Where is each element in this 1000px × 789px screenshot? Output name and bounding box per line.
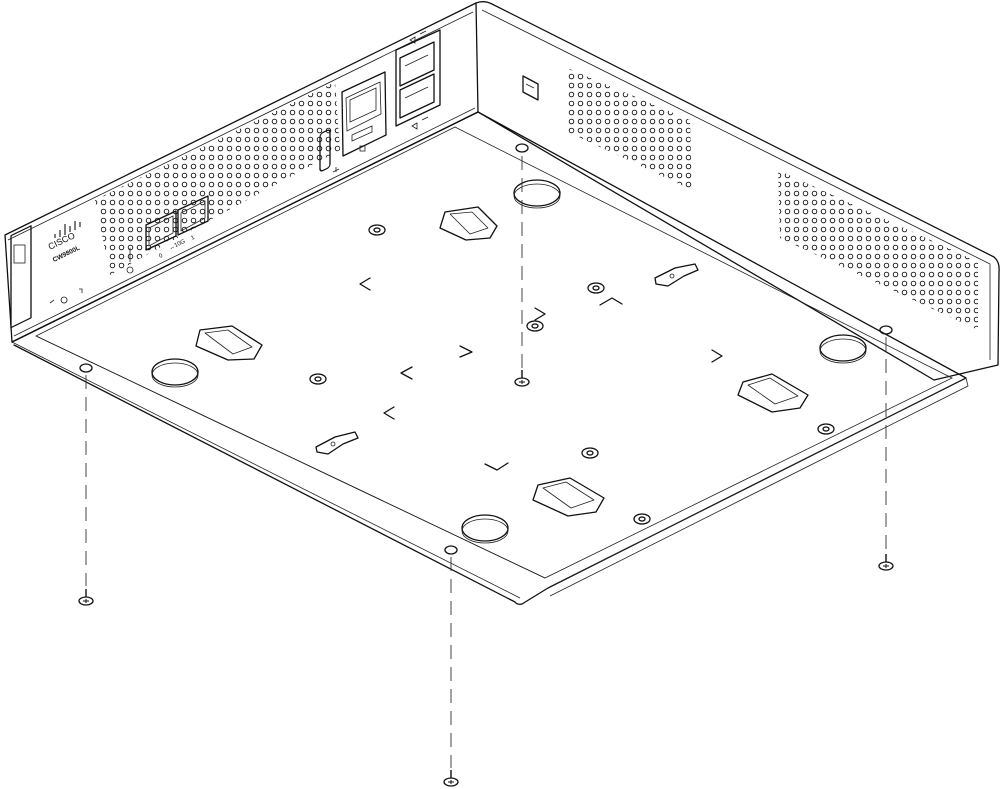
screw-icon	[878, 554, 894, 571]
standoff-nut-5	[817, 423, 835, 435]
front-latch	[10, 225, 32, 329]
clip-bracket-1	[654, 263, 699, 287]
rubber-foot-2	[151, 358, 199, 388]
rim-screw-hole-1	[515, 143, 529, 153]
mounting-boss-1	[439, 206, 498, 241]
right-side-inner-edge	[481, 9, 991, 360]
cisco-logo-icon	[54, 221, 81, 238]
rj45-console-port	[349, 87, 377, 123]
side-latch	[522, 75, 539, 101]
usb-icon	[332, 167, 340, 173]
front-panel: CISCO CW9800L 0 ↔10G 1	[10, 29, 441, 329]
port-arrow-icon	[409, 30, 427, 44]
console-port-module	[341, 71, 387, 157]
alignment-marks	[359, 277, 723, 471]
rim-screw-hole-2	[79, 363, 93, 373]
rubber-foot-1	[513, 179, 561, 209]
mounting-boss-3	[737, 373, 809, 413]
port-icon	[359, 145, 366, 152]
standoff-nut-2	[587, 282, 605, 294]
side-vent-grille-bottom	[778, 170, 978, 330]
rim-screw-hole-3	[879, 325, 893, 335]
clip-bracket-2	[315, 431, 359, 455]
bottom-plate-features	[79, 143, 893, 555]
chassis	[4, 1, 1000, 605]
rj45-uplink-ports	[395, 29, 441, 130]
sfp-port-1	[177, 195, 209, 236]
screw-icon	[78, 589, 94, 606]
mounting-boss-4	[532, 477, 605, 517]
front-vent-grille	[95, 82, 340, 275]
port-arrow-icon-2	[411, 116, 429, 130]
standoff-nut-1	[368, 224, 386, 236]
status-led-icons	[49, 248, 134, 304]
usb-port	[319, 129, 340, 173]
rubber-foot-4	[461, 514, 509, 544]
assembly-guide-lines	[85, 156, 887, 768]
standoff-nut-3	[526, 320, 544, 332]
sfp-label-1: 1	[190, 235, 196, 242]
standoff-nut-6	[581, 447, 599, 459]
rubber-foot-3	[819, 334, 867, 364]
right-side-panel	[475, 1, 1000, 381]
rj45-port-bottom	[399, 73, 435, 119]
sfp-port-0	[145, 210, 177, 251]
mounting-boss-2	[195, 325, 263, 361]
bottom-lip-right	[547, 377, 969, 597]
standoff-nut-7	[633, 513, 651, 525]
sfp-label-0: 0	[158, 253, 164, 260]
right-side-details	[522, 68, 978, 330]
bottom-lip-front	[11, 335, 546, 599]
rj45-port-top	[399, 41, 435, 87]
screw-icon	[514, 370, 530, 387]
standoff-nut-4	[309, 373, 327, 385]
mini-usb-port	[351, 125, 373, 142]
front-latch-slot	[13, 244, 26, 264]
rim-screw-hole-4	[444, 545, 458, 555]
side-vent-grille-top	[567, 68, 692, 190]
screw-icon	[443, 770, 459, 787]
